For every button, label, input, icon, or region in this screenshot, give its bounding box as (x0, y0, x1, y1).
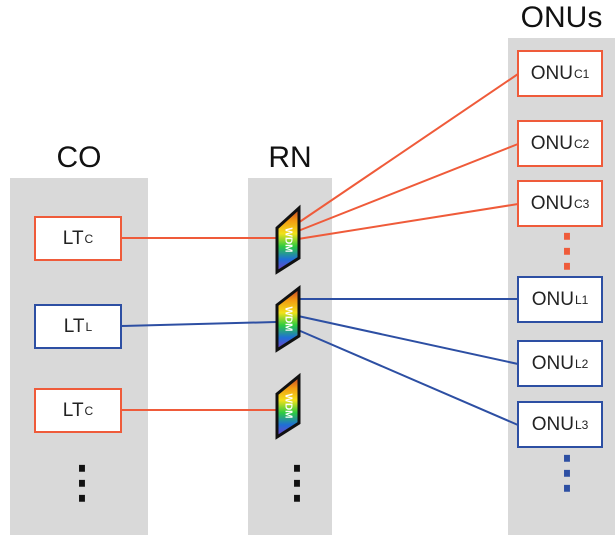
onu-label-sub: L3 (574, 417, 589, 432)
co-title: CO (56, 141, 102, 174)
rn-ellipsis: ⋮ (275, 458, 319, 507)
lt-label-sub: C (84, 403, 94, 418)
onu-label-main: ONU (531, 288, 574, 310)
wdm-label-2: WDM (282, 307, 293, 332)
lt-label-main: LT (63, 315, 85, 337)
onu-label-main: ONU (530, 62, 573, 84)
link-wdm2-onul2 (297, 315, 519, 365)
onu-label-main: ONU (531, 352, 574, 374)
onu-label-sub: C2 (573, 136, 590, 151)
link-wdm1-onuc1 (297, 73, 519, 224)
onu-label-sub: L2 (574, 356, 589, 371)
wdm-label-1: WDM (282, 228, 293, 253)
rn-title: RN (268, 141, 312, 174)
wdm-device-3: WDM (275, 372, 301, 440)
wdm-device-1: WDM (275, 204, 301, 275)
onus-title: ONUs (520, 1, 603, 34)
wdm-label-3: WDM (282, 394, 293, 419)
onu-label-main: ONU (531, 413, 574, 435)
co-ellipsis: ⋮ (60, 458, 104, 507)
onu-label-sub: L1 (574, 292, 589, 307)
link-wdm1-onuc2 (297, 143, 519, 232)
link-ltl-wdm2 (120, 321, 277, 327)
lt-label-main: LT (62, 227, 84, 249)
onu-red-ellipsis: ⋮ (545, 226, 589, 275)
onu-label-main: ONU (530, 132, 573, 154)
link-wdm2-onul3 (297, 329, 519, 426)
wdm-device-2: WDM (275, 284, 301, 353)
onu-label-main: ONU (530, 192, 573, 214)
link-wdm1-onuc3 (297, 203, 519, 240)
onu-label-sub: C3 (573, 196, 590, 211)
onu-label-sub: C1 (573, 66, 590, 81)
lt-label-main: LT (62, 399, 84, 421)
lt-label-sub: C (84, 231, 94, 246)
onu-blue-ellipsis: ⋮ (545, 448, 589, 497)
lt-label-sub: L (85, 319, 93, 334)
